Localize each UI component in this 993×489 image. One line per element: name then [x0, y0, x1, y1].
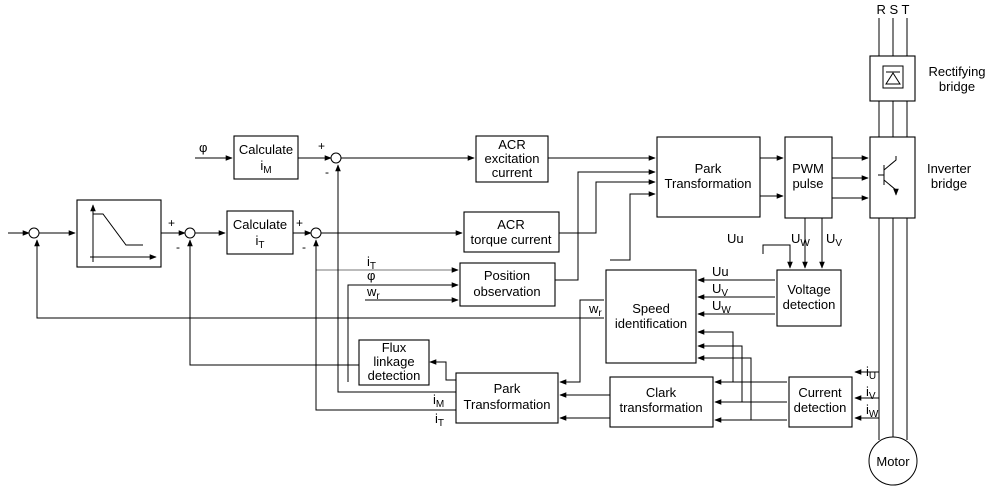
inverter-bridge-label-2: bridge — [931, 176, 967, 191]
pwm-pulse-block: PWM pulse — [784, 136, 833, 219]
sign-plus-2: + — [296, 216, 303, 230]
svg-text:torque current: torque current — [471, 232, 552, 247]
svg-text:Flux: Flux — [382, 340, 407, 355]
svg-text:Current: Current — [798, 385, 842, 400]
uu-speed-label: Uu — [712, 264, 729, 279]
motor: Motor — [868, 436, 918, 486]
signal-labels: R S T φ Uu UW UV iT φ wr wr Uu UV UW iU … — [199, 2, 910, 429]
it-position-label: iT — [367, 254, 376, 272]
current-detection-block: Current detection — [788, 376, 853, 428]
wr-speed-label: wr — [588, 301, 602, 319]
svg-text:Park: Park — [494, 381, 521, 396]
svg-text:Clark: Clark — [646, 385, 677, 400]
calculate-im-block: Calculate iM — [233, 135, 299, 180]
svg-text:ACR: ACR — [498, 137, 525, 152]
sign-plus-1: + — [168, 216, 175, 230]
svg-text:ACR: ACR — [497, 217, 524, 232]
voltage-detection-block: Voltage detection — [776, 269, 842, 327]
svg-text:current: current — [492, 165, 533, 180]
im-summing-junction — [330, 152, 342, 164]
motor-label: Motor — [876, 454, 910, 469]
svg-text:Position: Position — [484, 268, 530, 283]
svg-text:transformation: transformation — [619, 400, 702, 415]
svg-text:Speed: Speed — [632, 301, 670, 316]
torque-summing-junction — [184, 227, 196, 239]
rectifying-bridge-label-1: Rectifying — [928, 64, 985, 79]
pwm-uv-label: UV — [826, 231, 842, 249]
svg-text:detection: detection — [783, 297, 836, 312]
calc-im-line1: Calculate — [239, 142, 293, 157]
acr-excitation-block: ACR excitation current — [475, 135, 549, 183]
uu-label: Uu — [727, 231, 744, 246]
iu-label: iU — [866, 364, 876, 382]
rectifying-bridge-label-2: bridge — [939, 79, 975, 94]
phi-position-label: φ — [367, 268, 375, 283]
svg-text:detection: detection — [368, 368, 421, 383]
position-observation-block: Position observation — [459, 262, 556, 307]
pwm-uw-label: UW — [791, 231, 810, 249]
svg-text:Transformation: Transformation — [464, 397, 551, 412]
rst-label: R S T — [877, 2, 910, 17]
svg-text:detection: detection — [794, 400, 847, 415]
calc-im-symbol: iM — [260, 158, 271, 176]
calc-it-symbol: iT — [256, 233, 265, 251]
svg-text:excitation: excitation — [485, 151, 540, 166]
calculate-it-block: Calculate iT — [226, 210, 294, 255]
sign-minus-3: - — [325, 165, 329, 179]
svg-text:Park: Park — [695, 161, 722, 176]
svg-text:linkage: linkage — [373, 354, 414, 369]
uw-speed-label: UW — [712, 298, 731, 316]
calc-it-line1: Calculate — [233, 217, 287, 232]
rectifying-bridge-block: Rectifying bridge — [869, 55, 986, 102]
speed-summing-junction — [28, 227, 40, 239]
svg-text:PWM: PWM — [792, 161, 824, 176]
acr-torque-block: ACR torque current — [463, 211, 560, 253]
flux-linkage-detection-block: Flux linkage detection — [358, 339, 430, 386]
svg-text:Voltage: Voltage — [787, 282, 830, 297]
uv-speed-label: UV — [712, 281, 728, 299]
svg-text:Transformation: Transformation — [665, 176, 752, 191]
speed-regulator-block — [76, 199, 162, 268]
iv-label: iV — [866, 384, 876, 402]
wr-position-label: wr — [366, 284, 380, 302]
park-transformation-top-block: Park Transformation — [656, 136, 761, 218]
sign-minus-1: - — [176, 240, 180, 254]
clark-transformation-block: Clark transformation — [609, 376, 714, 428]
summing-junctions: + - + - + - — [28, 139, 342, 254]
sign-plus-3: + — [318, 139, 325, 153]
it-summing-junction — [310, 227, 322, 239]
iw-label: iW — [866, 402, 879, 420]
park-transformation-bottom-block: Park Transformation — [455, 372, 559, 424]
inverter-bridge-block: Inverter bridge — [869, 136, 972, 219]
svg-text:identification: identification — [615, 316, 687, 331]
it-park-label: iT — [435, 411, 444, 429]
inverter-bridge-label-1: Inverter — [927, 161, 972, 176]
im-park-label: iM — [433, 392, 444, 410]
svg-text:observation: observation — [473, 284, 540, 299]
svg-text:pulse: pulse — [792, 176, 823, 191]
sign-minus-2: - — [302, 240, 306, 254]
speed-identification-block: Speed identification — [605, 269, 697, 364]
phi-input-label: φ — [199, 140, 207, 155]
